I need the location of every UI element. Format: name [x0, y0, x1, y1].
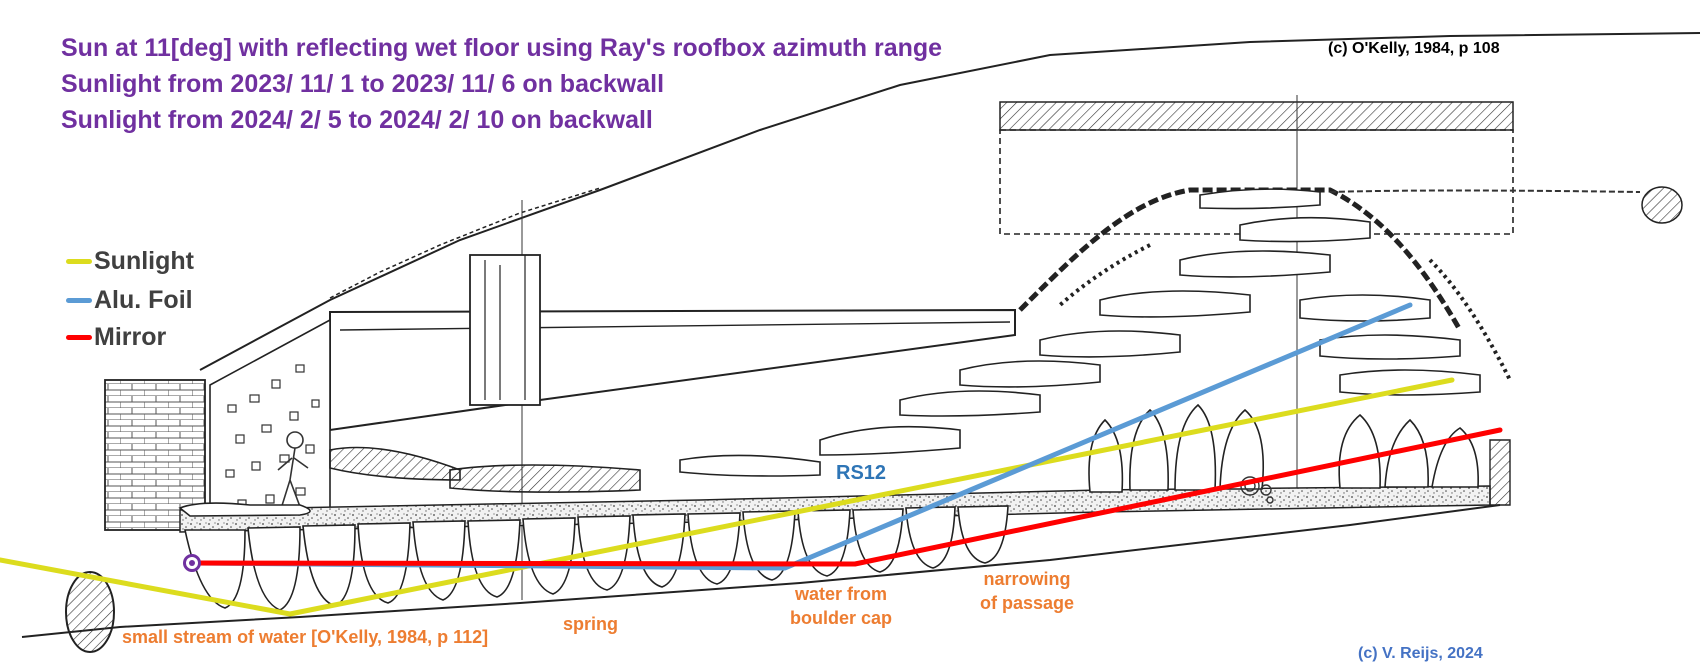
mound-edge-dashed — [329, 187, 601, 299]
ground-line — [21, 504, 1501, 638]
legend-label-sunlight: Sunlight — [94, 246, 194, 275]
legend-item-mirror: Mirror — [66, 322, 166, 352]
cairn-top-chain — [1329, 189, 1641, 193]
title-line-1: Sun at 11[deg] with reflecting wet floor… — [61, 34, 943, 62]
sunlight-ray — [0, 377, 1455, 617]
annotation-water-from-boulder-cap: water from boulder cap — [790, 582, 892, 630]
chamber-uprights — [1088, 403, 1479, 493]
legend-swatch-sunlight — [66, 258, 92, 264]
legend-label-alu-foil: Alu. Foil — [94, 285, 193, 314]
legend-item-sunlight: Sunlight — [66, 246, 194, 276]
roofbox-uprights — [469, 254, 541, 406]
copyright-reijs: (c) V. Reijs, 2024 — [1358, 645, 1483, 662]
stone-label-rs12: RS12 — [836, 462, 887, 484]
legend-swatch-mirror — [66, 334, 92, 340]
chamber-backwall — [1489, 439, 1511, 506]
annotation-narrow-line2: of passage — [980, 593, 1075, 613]
annotation-water-line1: water from — [794, 584, 888, 604]
annotation-water-line2: boulder cap — [790, 608, 893, 628]
annotation-narrow-line1: narrowing — [983, 569, 1071, 589]
annotation-spring: spring — [563, 614, 619, 634]
lintel-stones — [178, 188, 1481, 517]
mound-outline — [199, 32, 1701, 371]
legend-label-mirror: Mirror — [94, 322, 167, 351]
annotation-stream: small stream of water [O'Kelly, 1984, p … — [122, 627, 489, 647]
title-line-2: Sunlight from 2023/ 11/ 1 to 2023/ 11/ 6… — [61, 70, 665, 98]
roofbox-slab — [999, 101, 1514, 131]
legend-item-alu-foil: Alu. Foil — [66, 285, 193, 315]
annotation-narrowing-of-passage: narrowing of passage — [980, 567, 1074, 615]
kerb-stone — [65, 571, 115, 653]
human-figure-icon — [277, 431, 309, 513]
concrete-roof-inner — [339, 321, 1011, 331]
title-line-3: Sunlight from 2024/ 2/ 5 to 2024/ 2/ 10 … — [61, 106, 653, 134]
copyright-okelly: (c) O'Kelly, 1984, p 108 — [1328, 40, 1500, 57]
mirror-ray — [189, 427, 1503, 567]
chamber-hatching-right — [1428, 258, 1512, 381]
cairn-end-stones — [1641, 186, 1683, 224]
roofbox-dashed-frame — [999, 129, 1514, 235]
legend-swatch-alu-foil — [66, 297, 92, 303]
